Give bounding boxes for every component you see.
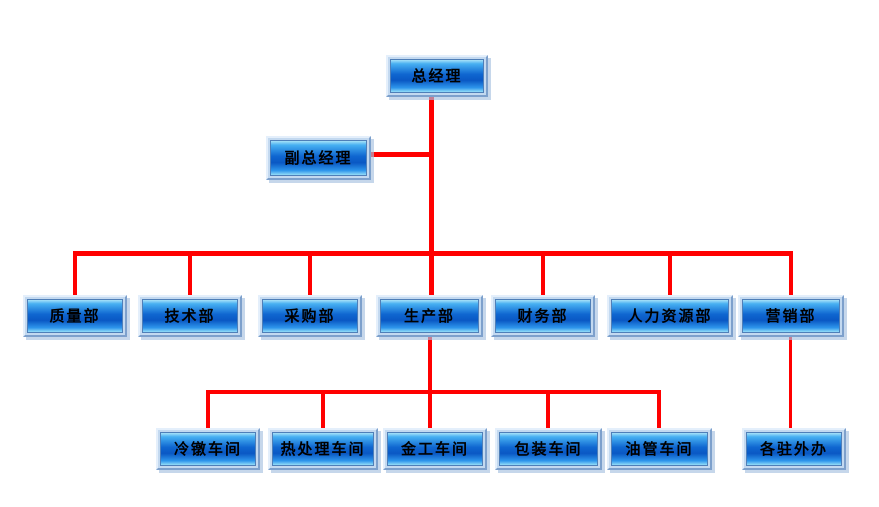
org-node-label: 人力资源部 [627,306,713,325]
org-node-marketing-dept: 营销部 [738,295,844,337]
connector-drop-quality-dept [73,251,77,295]
connector-link-deputy-to-trunk [370,152,431,157]
org-node-label: 技术部 [164,306,216,325]
org-node-fill: 油管车间 [611,432,708,466]
org-node-fill: 采购部 [262,299,358,333]
org-node-fill: 包装车间 [499,432,598,466]
org-node-label: 采购部 [284,306,336,325]
connector-drop-heat-treatment-workshop [321,390,325,428]
connector-trunk-gm-to-production [429,96,434,295]
connector-drop-finance-dept [541,251,545,295]
connector-drop-field-offices [789,337,792,428]
org-node-fill: 金工车间 [387,432,483,466]
org-node-technology-dept: 技术部 [138,295,242,337]
org-node-packing-workshop: 包装车间 [495,428,602,470]
org-node-finance-dept: 财务部 [491,295,595,337]
org-node-metalworking-workshop: 金工车间 [383,428,487,470]
org-node-deputy-general-manager: 副总经理 [266,136,371,180]
org-node-fill: 技术部 [142,299,238,333]
connector-trunk-production-to-workshops [428,337,432,428]
org-node-label: 热处理车间 [280,439,366,458]
org-node-label: 包装车间 [514,439,583,458]
connector-bar-departments [73,251,793,256]
connector-drop-cold-heading-workshop [206,390,210,428]
org-node-cold-heading-workshop: 冷镦车间 [156,428,260,470]
org-node-fill: 人力资源部 [611,299,729,333]
org-node-quality-dept: 质量部 [23,295,127,337]
org-node-purchasing-dept: 采购部 [258,295,362,337]
org-node-fill: 热处理车间 [272,432,374,466]
connector-bar-workshops [206,390,661,394]
org-node-label: 总经理 [411,66,463,85]
org-node-label: 各驻外办 [759,439,828,458]
org-node-heat-treatment-workshop: 热处理车间 [268,428,378,470]
connector-drop-packing-workshop [546,390,550,428]
org-node-fill: 生产部 [380,299,479,333]
org-node-oil-pipe-workshop: 油管车间 [607,428,712,470]
org-node-label: 冷镦车间 [173,439,242,458]
org-node-label: 财务部 [517,306,569,325]
connector-drop-purchasing-dept [308,251,312,295]
org-node-label: 营销部 [765,306,817,325]
connector-drop-technology-dept [188,251,192,295]
connector-drop-marketing-dept [789,251,793,295]
org-node-fill: 财务部 [495,299,591,333]
org-node-production-dept: 生产部 [376,295,483,337]
org-node-fill: 各驻外办 [746,432,842,466]
org-node-fill: 质量部 [27,299,123,333]
org-node-fill: 副总经理 [270,140,367,176]
org-node-label: 生产部 [403,306,455,325]
connector-drop-oil-pipe-workshop [657,390,661,428]
org-node-general-manager: 总经理 [386,55,488,97]
org-node-fill: 总经理 [390,59,484,93]
org-node-field-offices: 各驻外办 [742,428,846,470]
org-node-label: 副总经理 [284,148,353,167]
connector-drop-hr-dept [668,251,672,295]
org-node-hr-dept: 人力资源部 [607,295,733,337]
org-node-label: 质量部 [49,306,101,325]
org-node-fill: 营销部 [742,299,840,333]
org-node-label: 金工车间 [400,439,469,458]
org-node-fill: 冷镦车间 [160,432,256,466]
org-node-label: 油管车间 [625,439,694,458]
